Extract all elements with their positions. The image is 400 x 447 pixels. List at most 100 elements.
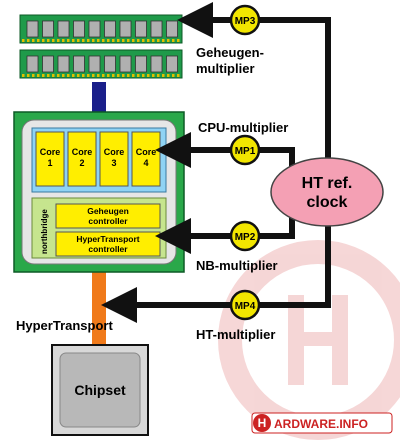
memory-pin	[97, 39, 100, 42]
memory-pin	[87, 39, 90, 42]
mp4-circle	[229, 289, 261, 321]
core-4-number: 4	[143, 158, 148, 168]
memory-pin	[142, 39, 145, 42]
memory-pin	[87, 74, 90, 77]
chipset-label: Chipset	[74, 382, 126, 398]
memory-pin	[77, 39, 80, 42]
mp1-circle	[229, 134, 261, 166]
memory-pin	[137, 74, 140, 77]
memory-pin	[127, 39, 130, 42]
memory-pin	[72, 74, 75, 77]
memory-chip	[104, 55, 116, 73]
core-3	[99, 131, 129, 187]
memory-chip	[119, 20, 132, 38]
memory-pin	[37, 39, 40, 42]
memory-chip	[166, 20, 178, 38]
memory-pin	[27, 39, 30, 42]
chipset	[51, 344, 149, 436]
ht-ref-clock	[270, 157, 384, 227]
core-2-label: Core	[72, 147, 93, 157]
memory-pin	[52, 74, 55, 77]
logo-text: ARDWARE.INFO	[274, 417, 368, 431]
mp4-label: MP4	[235, 301, 256, 312]
memory-pin	[52, 39, 55, 42]
memory-pin	[22, 74, 25, 77]
memory-pin	[157, 74, 160, 77]
memory-chip	[57, 55, 70, 73]
memory-multiplier-label: Geheugen-	[196, 45, 264, 60]
memory-pin	[177, 74, 180, 77]
memory-pin	[107, 74, 110, 77]
hardware-info-logo	[251, 412, 393, 434]
ht-controller-sublabel: controller	[88, 244, 128, 254]
memory-pin	[92, 74, 95, 77]
memory-pin	[82, 39, 85, 42]
memory-pin	[37, 74, 40, 77]
memory-bus	[92, 82, 106, 112]
memory-pin	[147, 74, 150, 77]
memory-pin	[117, 39, 120, 42]
memory-pin	[102, 74, 105, 77]
memory-pin	[117, 74, 120, 77]
memory-pin	[32, 39, 35, 42]
memory-chip	[119, 55, 132, 73]
core-1-label: Core	[40, 147, 61, 157]
memory-pin	[62, 74, 65, 77]
memory-pin	[22, 39, 25, 42]
ref-clock-label: HT ref.	[302, 175, 353, 192]
mp2-label: MP2	[235, 232, 256, 243]
mp2-circle	[229, 220, 261, 252]
memory-pin	[32, 74, 35, 77]
memory-multiplier-sublabel: multiplier	[196, 61, 255, 76]
core-1-number: 1	[47, 158, 52, 168]
core-2-number: 2	[79, 158, 84, 168]
memory-chip	[88, 20, 101, 38]
memory-pin	[162, 39, 165, 42]
memory-pin	[122, 39, 125, 42]
memory-chip	[135, 20, 147, 38]
memory-pin	[167, 74, 170, 77]
core-2	[67, 131, 97, 187]
memory-pin	[57, 74, 60, 77]
memory-controller-sublabel: controller	[88, 216, 128, 226]
memory-chip	[166, 55, 178, 73]
ref-clock-sublabel: clock	[307, 194, 348, 211]
memory-pin	[112, 74, 115, 77]
mp3-circle	[229, 4, 261, 36]
memory-pin	[177, 39, 180, 42]
memory-pin	[132, 39, 135, 42]
ht-controller	[55, 231, 161, 257]
memory-pin	[107, 39, 110, 42]
logo-letter: H	[258, 416, 267, 430]
memory-pin	[67, 39, 70, 42]
northbridge-label: northbridge	[40, 209, 49, 254]
cpu-multiplier-label: CPU-multiplier	[198, 120, 288, 135]
memory-controller	[55, 203, 161, 229]
memory-chip	[26, 55, 39, 73]
memory-pin	[167, 39, 170, 42]
ht-controller-label: HyperTransport	[76, 234, 139, 244]
memory-pin	[157, 39, 160, 42]
memory-pin	[102, 39, 105, 42]
memory-pin	[142, 74, 145, 77]
memory-pin	[152, 39, 155, 42]
memory-pin	[132, 74, 135, 77]
memory-chip	[26, 20, 39, 38]
memory-pin	[77, 74, 80, 77]
memory-pin	[172, 74, 175, 77]
core-3-label: Core	[104, 147, 125, 157]
memory-chip	[57, 20, 70, 38]
memory-chip	[42, 55, 54, 73]
memory-pin	[42, 39, 45, 42]
memory-pin	[47, 39, 50, 42]
memory-pin	[82, 74, 85, 77]
memory-pin	[127, 74, 130, 77]
core-3-number: 3	[111, 158, 116, 168]
memory-pin	[147, 39, 150, 42]
memory-chip	[42, 20, 54, 38]
memory-pin	[67, 74, 70, 77]
memory-pin	[97, 74, 100, 77]
memory-chip	[88, 55, 101, 73]
